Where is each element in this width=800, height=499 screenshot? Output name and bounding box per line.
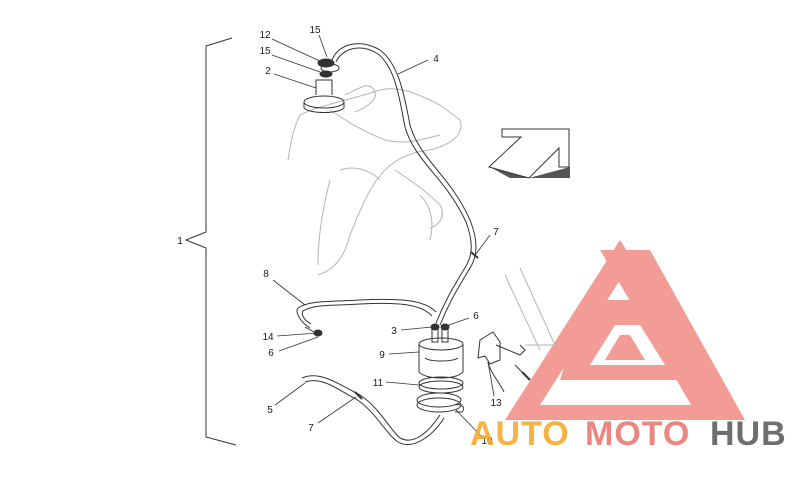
part-label-15b: 15 — [259, 46, 271, 57]
clamp-ring — [416, 376, 465, 413]
part-label-13: 13 — [490, 398, 502, 409]
part-label-15a: 15 — [309, 25, 321, 36]
part-label-4: 4 — [433, 54, 439, 65]
part-label-6a: 6 — [268, 348, 274, 359]
filler-cap — [303, 79, 345, 113]
part-label-5: 5 — [267, 405, 273, 416]
part-label-9: 9 — [379, 350, 385, 361]
watermark-text: AUTO MOTO HUB — [470, 415, 787, 453]
part-label-7b: 7 — [308, 423, 314, 434]
clip-7-upper — [470, 251, 479, 259]
group-brace — [184, 37, 237, 446]
part-labels: 1 2 3 4 5 6 6 7 7 8 9 10 11 12 13 14 15 … — [177, 25, 502, 447]
bracket — [477, 331, 531, 393]
watermark-logo — [505, 240, 745, 420]
part-label-14: 14 — [262, 332, 274, 343]
part-label-7a: 7 — [493, 227, 499, 238]
watermark-auto: AUTO — [470, 415, 570, 453]
canister — [418, 323, 464, 379]
part-label-10: 10 — [481, 436, 493, 447]
breather-valve — [317, 58, 340, 78]
part-label-12: 12 — [259, 30, 271, 41]
hose-4 — [331, 43, 477, 326]
part-label-11: 11 — [373, 378, 384, 389]
part-label-2: 2 — [265, 66, 271, 77]
watermark-moto: MOTO — [585, 415, 690, 453]
arrow-up-right-icon — [488, 128, 570, 179]
part-label-6b: 6 — [473, 311, 479, 322]
leader-lines — [271, 34, 495, 438]
part-label-8: 8 — [263, 269, 269, 280]
part-label-3: 3 — [391, 326, 397, 337]
hose-8 — [296, 298, 437, 337]
part-label-1: 1 — [177, 236, 183, 247]
fuel-tank-outline — [287, 85, 462, 276]
watermark-hub: HUB — [710, 415, 787, 453]
hose-5 — [301, 375, 445, 445]
fork-outline — [504, 267, 560, 351]
